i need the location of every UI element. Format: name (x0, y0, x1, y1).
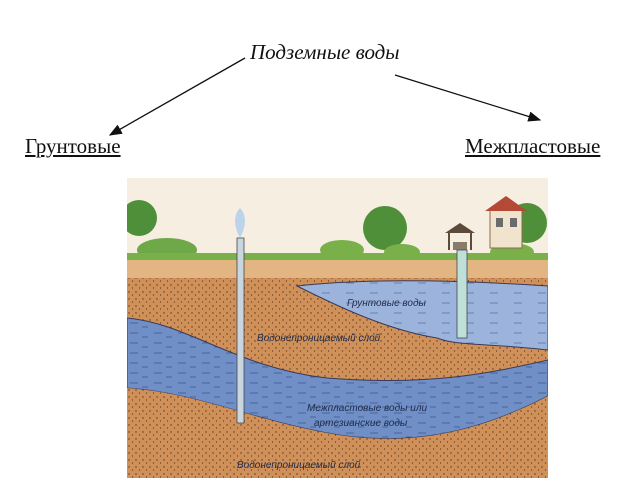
label-impermeable-bottom: Водонепроницаемый слой (237, 460, 361, 471)
well-shaft (456, 249, 468, 339)
category-interstratal: Межпластовые (465, 134, 601, 158)
diagram-title: Подземные воды (250, 40, 400, 64)
label-artesian-1: Межпластовые воды или (307, 403, 427, 414)
groundwater-layer (295, 280, 548, 351)
label-groundwater: Грунтовые воды (347, 298, 427, 309)
category-groundwater: Грунтовые (25, 134, 121, 158)
arrow-right (394, 74, 542, 122)
label-impermeable-top: Водонепроницаемый слой (257, 333, 381, 344)
groundwater-cross-section: Грунтовые воды Водонепроницаемый слой Ме… (127, 178, 548, 478)
label-artesian-2: артезианские воды (314, 418, 408, 429)
arrow-left (108, 57, 246, 136)
arrows (108, 57, 542, 136)
fountain (235, 208, 245, 238)
bottom-layer (127, 388, 548, 478)
grass (127, 253, 548, 263)
well (445, 223, 475, 250)
house (485, 196, 527, 249)
artesian-well-pipe (236, 237, 245, 424)
